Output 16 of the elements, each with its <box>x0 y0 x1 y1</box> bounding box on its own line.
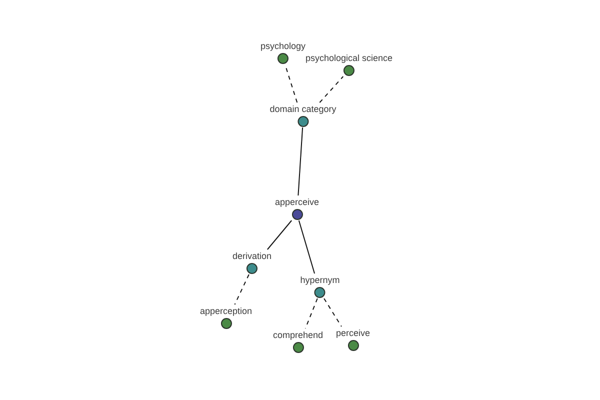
node-label: domain category <box>270 104 336 114</box>
node-label: derivation <box>232 250 272 262</box>
connector-line <box>319 76 344 103</box>
connector-line <box>234 274 250 305</box>
node-label: apperceive <box>274 196 320 208</box>
node-label: psychology <box>260 40 306 52</box>
connector-line <box>266 220 292 250</box>
node-label: apperception <box>200 306 252 316</box>
connector-line <box>324 298 342 327</box>
connector-line <box>298 220 316 274</box>
connector-line <box>298 127 304 196</box>
node-label: comprehend <box>272 330 324 340</box>
node-label: perceive <box>336 328 370 338</box>
connector-line <box>304 298 318 329</box>
node-label: psychological science <box>305 52 393 64</box>
node-label: hypernym <box>300 274 340 286</box>
